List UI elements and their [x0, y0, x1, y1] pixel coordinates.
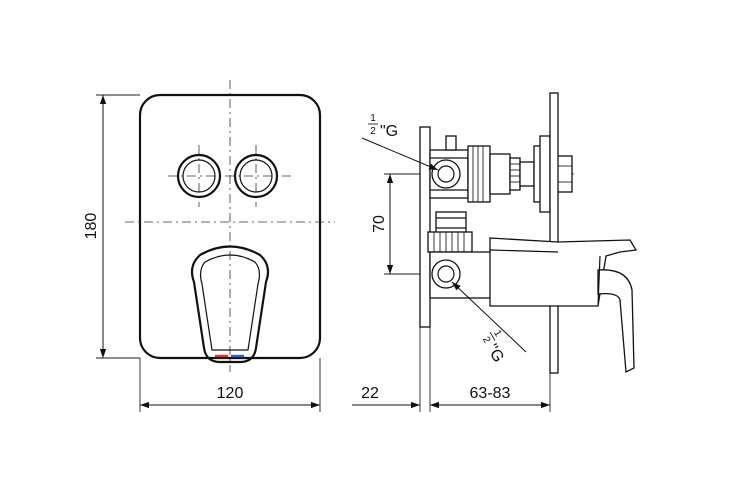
svg-text:1: 1 [370, 113, 376, 124]
svg-text:2: 2 [480, 335, 493, 346]
svg-text:"G: "G [483, 341, 507, 365]
thread-callout-top: 1 2 "G [361, 113, 439, 171]
spacing-label: 70 [371, 215, 388, 233]
width-label: 120 [217, 385, 244, 402]
connector-pipe [427, 211, 473, 253]
side-view: 70 22 63-83 1 2 "G 1 2 "G [352, 92, 638, 412]
front-depth-label: 22 [361, 385, 379, 402]
svg-text:1: 1 [491, 328, 504, 339]
knob-left [176, 153, 222, 199]
upper-fitting [429, 135, 469, 199]
height-label: 180 [83, 213, 100, 240]
rear-plate [419, 126, 431, 328]
front-view: 180 120 [83, 80, 335, 412]
lever-handle [190, 245, 270, 364]
front-plate [549, 92, 559, 374]
knob-right [233, 153, 279, 199]
depth-range-label: 63-83 [470, 385, 511, 402]
svg-text:"G: "G [380, 123, 398, 140]
valve-body [467, 135, 573, 213]
thread-callout-bottom: 1 2 "G [451, 281, 527, 366]
svg-text:2: 2 [370, 126, 376, 137]
